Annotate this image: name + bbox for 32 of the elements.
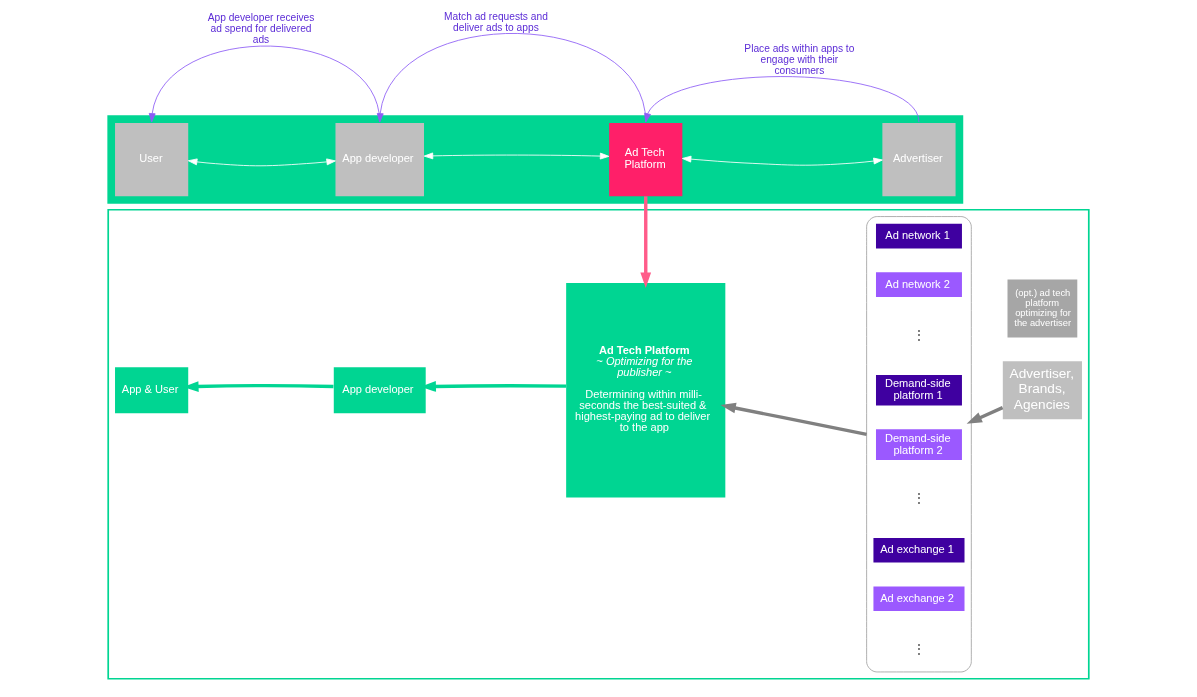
node-box: App developer	[335, 122, 424, 197]
edge-label: App developer receives ad spend for delivered ads	[207, 12, 315, 46]
cluster	[866, 216, 972, 673]
node-box: User	[115, 122, 189, 197]
node-box: Ad exchange 2	[873, 586, 965, 612]
edge-label: Place ads within apps to engage with their consumers	[744, 42, 855, 77]
label: ⋮	[912, 491, 925, 506]
node-box: Advertiser	[882, 122, 956, 197]
arrow	[423, 152, 610, 160]
label: ⋮	[912, 327, 925, 342]
node-box: App & User	[115, 367, 189, 414]
arrow	[148, 45, 381, 123]
node-box: Advertiser, Brands, Agencies	[1002, 361, 1082, 420]
node-box: Demand-side platform 2	[876, 429, 962, 460]
label: ⋮	[912, 641, 925, 656]
node-box: Ad network 1	[876, 223, 962, 249]
arrow	[681, 155, 883, 166]
node-box: Ad Tech Platform ~ Optimizing for the publisher ~ Determining within milli- seconds the best-suited & highest-paying ad to deliver to the app	[566, 282, 726, 498]
cluster	[107, 208, 1090, 680]
edge-label: Match ad requests and deliver ads to apps	[444, 10, 548, 33]
arrow	[187, 158, 336, 167]
arrow	[640, 196, 652, 288]
arrow	[720, 402, 867, 436]
arrow	[966, 406, 1004, 424]
arrow	[644, 76, 920, 123]
node-box: Ad exchange 1	[873, 537, 965, 563]
node-box: App developer	[333, 367, 426, 414]
arrow	[376, 33, 647, 123]
node-box: Ad Tech Platform	[609, 122, 683, 197]
node-box: (opt.) ad tech platform optimizing for the advertiser	[1007, 279, 1078, 338]
node-box: Demand-side platform 1	[876, 374, 962, 406]
node-box: Ad network 2	[876, 272, 962, 297]
